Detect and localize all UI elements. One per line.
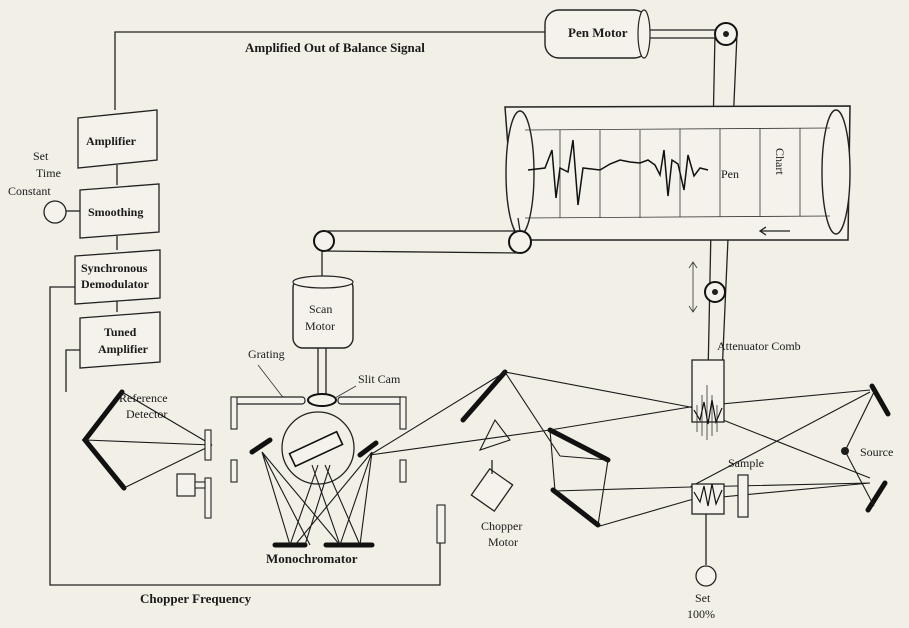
reference-label: Reference	[119, 391, 168, 405]
tuned-label: Tuned	[104, 325, 137, 339]
slit-cam-label: Slit Cam	[358, 372, 401, 386]
attenuator-comb	[692, 360, 724, 440]
scan-motor-label: Motor	[305, 319, 335, 333]
entrance-mirror	[252, 440, 270, 452]
pen-motor: Pen Motor	[545, 10, 650, 58]
slit-plate-left	[235, 397, 305, 404]
constant-label: Constant	[8, 184, 51, 198]
slit-cam	[308, 394, 336, 406]
pen-pulley-top-hub	[723, 31, 729, 37]
smoothing-box: Smoothing	[80, 184, 159, 238]
scan-belt-bottom	[324, 251, 520, 253]
sample-comb	[692, 484, 724, 514]
source-mirror-bottom	[868, 483, 885, 510]
beam-mirror-mid	[550, 430, 608, 460]
amplifier-label: Amplifier	[86, 134, 137, 148]
detector-label: Detector	[126, 407, 167, 421]
demodulator-label: Demodulator	[81, 277, 150, 291]
time-constant-knob	[44, 201, 66, 223]
chopper-label: Chopper	[481, 519, 522, 533]
amplified-signal-label: Amplified Out of Balance Signal	[245, 40, 425, 55]
pen-label: Pen	[721, 167, 739, 181]
grating-pointer	[258, 365, 285, 400]
wire-tuned-detector	[66, 350, 80, 392]
sample-cell	[738, 475, 748, 517]
set-label: Set	[33, 149, 49, 163]
set-100-label-1: Set	[695, 591, 711, 605]
scan-label: Scan	[309, 302, 332, 316]
grating-label: Grating	[248, 347, 285, 361]
chart-recorder: Pen Chart	[505, 106, 850, 240]
beam-mirror-upper	[463, 372, 505, 420]
scan-pulley-right	[509, 231, 531, 253]
chart-label: Chart	[773, 148, 787, 175]
synchronous-label: Synchronous	[81, 261, 148, 275]
slit-cam-pointer	[335, 386, 356, 398]
monochromator-label: Monochromator	[266, 551, 358, 566]
chopper-frequency-label: Chopper Frequency	[140, 591, 252, 606]
slit-post-right	[400, 397, 406, 429]
monochromator-rays	[262, 452, 372, 545]
chopper-motor-label: Motor	[488, 535, 518, 549]
reference-slit-top	[205, 430, 211, 460]
slit-plate-right	[338, 397, 404, 404]
pen-pulley-lower-hub	[712, 289, 718, 295]
amplifier-box: Amplifier	[78, 110, 157, 168]
pen-travel-arrow	[689, 262, 697, 312]
scan-pulley-left	[314, 231, 334, 251]
pen-motor-label: Pen Motor	[568, 25, 628, 40]
set-100-label-2: 100%	[687, 607, 715, 621]
scan-motor: Scan Motor	[293, 276, 353, 348]
smoothing-label: Smoothing	[88, 205, 143, 219]
slit-post-left	[231, 397, 237, 429]
slit-post-left-low	[231, 460, 237, 482]
attenuator-comb-label: Attenuator Comb	[717, 339, 801, 353]
reference-slit-bottom	[205, 478, 211, 518]
sample-label: Sample	[728, 456, 764, 470]
reference-detector-element	[177, 474, 205, 496]
tuned-amplifier-label: Amplifier	[98, 342, 149, 356]
set-100-knob	[696, 566, 716, 586]
tuned-amplifier-box: Tuned Amplifier	[80, 312, 160, 368]
slit-post-right-low	[400, 460, 406, 482]
synchronous-demodulator-box: Synchronous Demodulator	[75, 250, 160, 304]
main-beam-paths	[370, 372, 870, 526]
time-label: Time	[36, 166, 61, 180]
source-label: Source	[860, 445, 893, 459]
beam-mirror-lower	[553, 490, 598, 525]
grating-element	[289, 432, 342, 467]
